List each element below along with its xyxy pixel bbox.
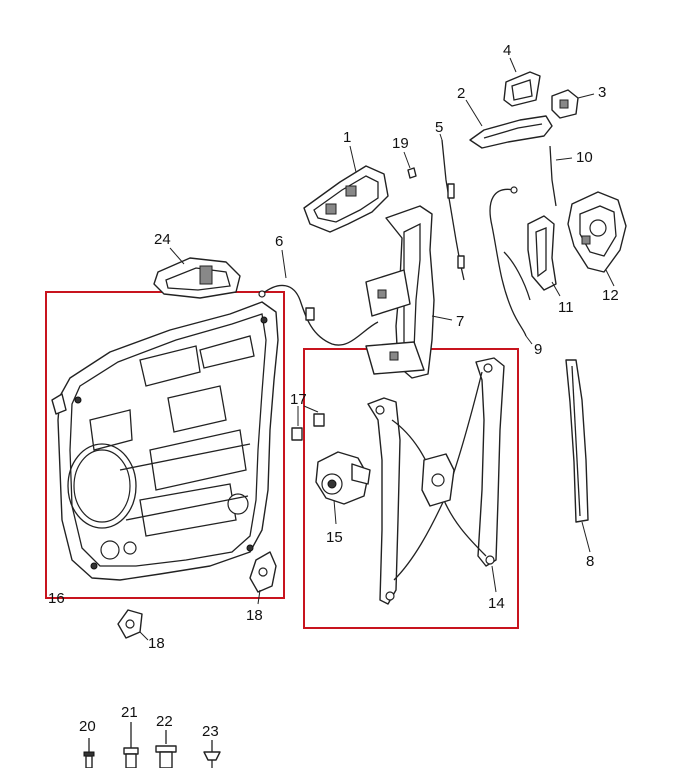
callout-23: 23 bbox=[202, 723, 219, 740]
part-18-grommet-b[interactable] bbox=[117, 609, 149, 641]
part-14-window-regulator[interactable] bbox=[367, 357, 505, 605]
part-22-bolt[interactable] bbox=[155, 730, 177, 768]
callout-6: 6 bbox=[275, 233, 283, 250]
part-19-clip[interactable] bbox=[403, 151, 417, 179]
callout-3: 3 bbox=[598, 84, 606, 101]
callout-1: 1 bbox=[343, 129, 351, 146]
part-23-push-pin[interactable] bbox=[203, 740, 221, 768]
callout-16: 16 bbox=[48, 590, 65, 607]
callout-4: 4 bbox=[503, 42, 511, 59]
part-2-outside-handle[interactable] bbox=[465, 99, 553, 149]
part-9-cable[interactable] bbox=[489, 186, 533, 345]
callout-18a: 18 bbox=[246, 607, 263, 624]
part-10-rod[interactable] bbox=[549, 145, 573, 207]
callout-2: 2 bbox=[457, 85, 465, 102]
part-4-handle-bezel[interactable] bbox=[503, 57, 541, 107]
part-12-door-latch[interactable] bbox=[567, 191, 627, 287]
callout-8: 8 bbox=[586, 553, 594, 570]
part-6-release-cable[interactable] bbox=[258, 249, 379, 346]
callout-15: 15 bbox=[326, 529, 343, 546]
part-24-inside-handle[interactable] bbox=[153, 247, 241, 299]
part-5-lock-rod[interactable] bbox=[439, 133, 465, 281]
callout-18b: 18 bbox=[148, 635, 165, 652]
callout-7: 7 bbox=[456, 313, 464, 330]
part-7-vertical-bracket[interactable] bbox=[365, 205, 453, 379]
callout-12: 12 bbox=[602, 287, 619, 304]
part-15-window-motor[interactable] bbox=[315, 451, 371, 525]
part-8-glass-run-channel[interactable] bbox=[565, 359, 591, 553]
callout-14: 14 bbox=[488, 595, 505, 612]
callout-19: 19 bbox=[392, 135, 409, 152]
part-1-latch-bracket[interactable] bbox=[303, 145, 389, 233]
callout-5: 5 bbox=[435, 119, 443, 136]
part-16-door-module-panel[interactable] bbox=[51, 301, 279, 581]
callout-24: 24 bbox=[154, 231, 171, 248]
part-20-screw[interactable] bbox=[83, 738, 95, 768]
part-18-grommet-a[interactable] bbox=[249, 551, 277, 605]
callout-20: 20 bbox=[79, 718, 96, 735]
callout-10: 10 bbox=[576, 149, 593, 166]
part-21-bolt[interactable] bbox=[123, 722, 139, 768]
callout-21: 21 bbox=[121, 704, 138, 721]
part-3-handle-cap[interactable] bbox=[551, 89, 595, 119]
part-17-clips[interactable] bbox=[291, 405, 325, 441]
callout-17: 17 bbox=[290, 391, 307, 408]
callout-22: 22 bbox=[156, 713, 173, 730]
part-11-latch-shield[interactable] bbox=[527, 215, 561, 297]
callout-11: 11 bbox=[558, 299, 574, 316]
callout-9: 9 bbox=[534, 341, 542, 358]
